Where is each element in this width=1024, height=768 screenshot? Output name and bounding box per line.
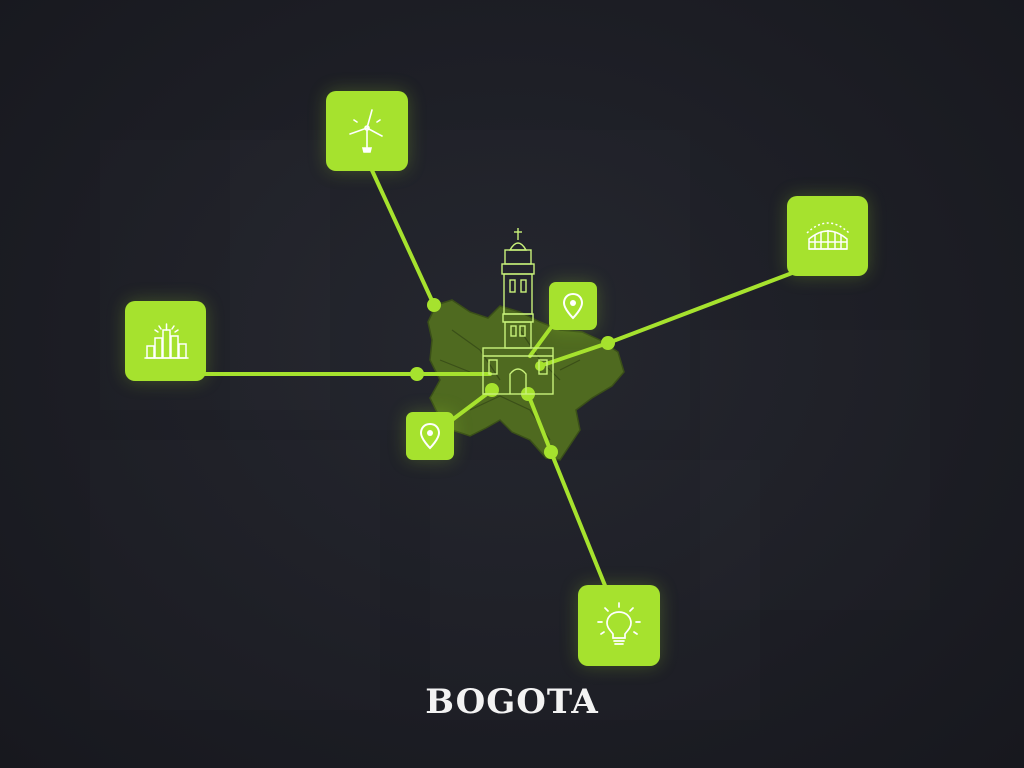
location-pin-node-lower[interactable] xyxy=(406,412,454,460)
connection-wind-turbine xyxy=(368,164,436,307)
junction-dot xyxy=(535,361,545,371)
junction-dot xyxy=(544,445,558,459)
connection-stadium xyxy=(606,268,802,345)
city-buildings-node[interactable] xyxy=(125,301,206,381)
connection-stadium-inner xyxy=(538,341,610,368)
connection-pin-lower xyxy=(450,388,494,422)
wind-turbine-icon xyxy=(349,109,383,153)
stadium-icon xyxy=(805,222,850,250)
city-buildings-icon xyxy=(143,323,189,359)
location-pin-icon xyxy=(419,422,441,450)
connection-lines xyxy=(202,164,802,590)
wind-turbine-node[interactable] xyxy=(326,91,408,171)
junction-dot xyxy=(410,367,424,381)
junction-dot xyxy=(427,298,441,312)
light-bulb-icon xyxy=(597,601,641,645)
junction-dot xyxy=(485,383,499,397)
connection-light-bulb xyxy=(549,450,608,590)
junction-dots xyxy=(410,298,615,459)
location-pin-icon xyxy=(562,292,584,320)
stadium-node[interactable] xyxy=(787,196,868,276)
light-bulb-node[interactable] xyxy=(578,585,660,666)
city-title: BOGOTA xyxy=(425,682,599,722)
connection-light-bulb-inner xyxy=(526,392,553,454)
location-pin-node-upper[interactable] xyxy=(549,282,597,330)
junction-dot xyxy=(601,336,615,350)
church-tower-icon xyxy=(482,228,554,395)
